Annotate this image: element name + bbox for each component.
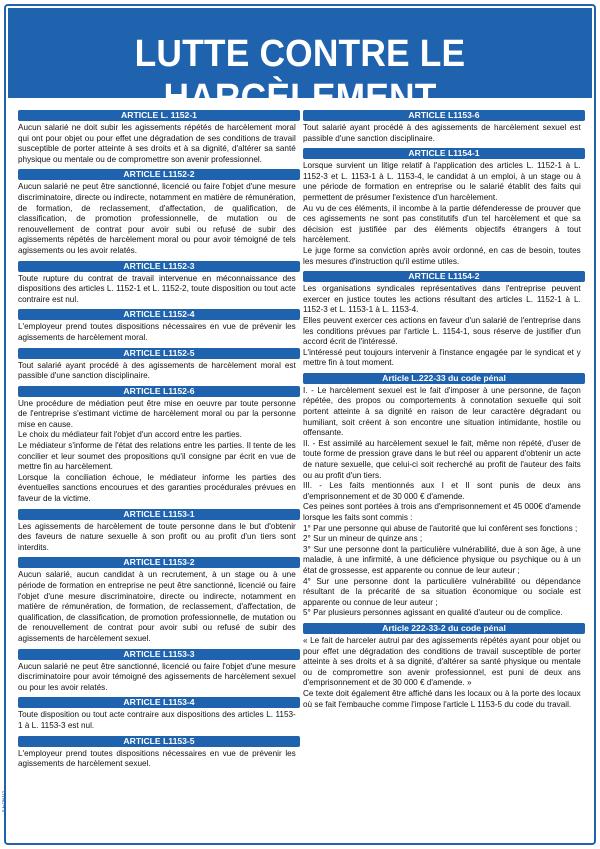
article-body: L'employeur prend toutes dispositions né… bbox=[18, 321, 296, 342]
article-body: Tout salarié ayant procédé à des agissem… bbox=[303, 122, 581, 143]
reference-code: AF0691 bbox=[2, 790, 8, 813]
article-paragraph: Aucun salarié, aucun candidat à un recru… bbox=[18, 569, 296, 643]
article-paragraph: Le juge forme sa conviction après avoir … bbox=[303, 244, 581, 266]
article-body: L'employeur prend toutes dispositions né… bbox=[18, 748, 296, 769]
article-paragraph: Aucun salarié ne peut être sanctionné, l… bbox=[18, 660, 296, 692]
article-paragraph: Les agissements de harcèlement de toute … bbox=[18, 520, 296, 552]
article-heading: ARTICLE L1153-2 bbox=[18, 557, 300, 569]
article-heading: ARTICLE L1152-5 bbox=[18, 347, 300, 359]
article-heading: Article 222-33-2 du code pénal bbox=[303, 622, 585, 634]
article-heading: ARTICLE L. 1152-1 bbox=[18, 110, 300, 121]
article-heading: Article L.222-33 du code pénal bbox=[303, 372, 585, 384]
article-paragraph: Les organisations syndicales représentat… bbox=[303, 283, 581, 315]
article-paragraph: Aucun salarié ne peut être sanctionné, l… bbox=[18, 181, 296, 255]
article-paragraph: L'employeur prend toutes dispositions né… bbox=[18, 747, 296, 769]
article-heading: ARTICLE L1152-3 bbox=[18, 260, 300, 272]
article-paragraph: I. - Le harcèlement sexuel est le fait d… bbox=[303, 384, 581, 438]
article-body: Aucun salarié, aucun candidat à un recru… bbox=[18, 569, 296, 643]
article-body: Une procédure de médiation peut être mis… bbox=[18, 398, 296, 504]
article-paragraph: Toute rupture du contrat de travail inte… bbox=[18, 272, 296, 304]
article-paragraph: 4° Sur une personne dont la particulière… bbox=[303, 575, 581, 607]
article-heading: ARTICLE L1152-6 bbox=[18, 385, 300, 397]
article-body: Les agissements de harcèlement de toute … bbox=[18, 521, 296, 553]
article-paragraph: 5° Par plusieurs personnes agissant en q… bbox=[303, 607, 563, 618]
article-paragraph: Elles peuvent exercer ces actions en fav… bbox=[303, 314, 581, 347]
article-paragraph: Tout salarié ayant procédé à des agissem… bbox=[18, 359, 296, 381]
article-heading: ARTICLE L1152-4 bbox=[18, 309, 300, 321]
article-body: Aucun salarié ne doit subir les agisseme… bbox=[18, 122, 296, 164]
article-heading: ARTICLE L1153-6 bbox=[303, 110, 585, 121]
article-heading: ARTICLE L1153-5 bbox=[18, 735, 300, 747]
article-heading: ARTICLE L1154-2 bbox=[303, 271, 585, 283]
article-paragraph: Lorsque la conciliation échoue, le média… bbox=[18, 471, 296, 504]
article-paragraph: L'employeur prend toutes dispositions né… bbox=[18, 321, 296, 342]
article-body: I. - Le harcèlement sexuel est le fait d… bbox=[303, 385, 581, 618]
article-paragraph: Tout salarié ayant procédé à des agissem… bbox=[303, 122, 581, 143]
article-heading: ARTICLE L1154-1 bbox=[303, 148, 585, 160]
article-paragraph: Une procédure de médiation peut être mis… bbox=[18, 397, 296, 429]
poster-header: LUTTE CONTRE LE HARCÈLEMENT ARTICLES L 1… bbox=[8, 8, 592, 140]
article-heading: ARTICLE L1153-1 bbox=[18, 508, 300, 520]
article-heading: ARTICLE L1152-2 bbox=[18, 169, 300, 181]
article-paragraph: Toute disposition ou tout acte contraire… bbox=[18, 709, 296, 730]
poster-subtitle: ARTICLES L 1152-1 À L 1154-2 DU CODE DU … bbox=[89, 122, 511, 140]
article-paragraph: 3° Sur une personne dont la particulière… bbox=[303, 543, 581, 575]
article-paragraph: II. - Est assimilé au harcèlement sexuel… bbox=[303, 437, 581, 480]
article-paragraph: Lorsque survient un litige relatif à l'a… bbox=[303, 160, 581, 202]
article-paragraph: Ce texte doit également être affiché dan… bbox=[303, 687, 581, 709]
article-body: Tout salarié ayant procédé à des agissem… bbox=[18, 360, 296, 381]
article-paragraph: « Le fait de harceler autrui par des agi… bbox=[303, 634, 581, 688]
article-body: Aucun salarié ne peut être sanctionné, l… bbox=[18, 181, 296, 255]
article-paragraph: 1° Par une personne qui abuse de l'autor… bbox=[303, 522, 578, 533]
article-body: Aucun salarié ne peut être sanctionné, l… bbox=[18, 661, 296, 693]
article-paragraph: Le médiateur s'informe de l'état des rel… bbox=[18, 440, 296, 472]
article-body: Toute rupture du contrat de travail inte… bbox=[18, 273, 296, 305]
article-block: Article 222-33-2 du code pénal« Le fait … bbox=[303, 622, 585, 709]
article-paragraph: Aucun salarié ne doit subir les agisseme… bbox=[18, 122, 296, 164]
article-body: Les organisations syndicales représentat… bbox=[303, 283, 581, 368]
article-paragraph: Le choix du médiateur fait l'objet d'un … bbox=[18, 429, 242, 440]
article-paragraph: Au vu de ces éléments, il incombe à la p… bbox=[303, 202, 581, 245]
article-heading: ARTICLE L1153-3 bbox=[18, 648, 300, 660]
article-body: « Le fait de harceler autrui par des agi… bbox=[303, 635, 581, 709]
article-paragraph: L'intéressé peut toujours intervenir à l… bbox=[303, 346, 581, 368]
article-paragraph: III. - Les faits mentionnés aux I et II … bbox=[303, 480, 581, 501]
article-body: Lorsque survient un litige relatif à l'a… bbox=[303, 160, 581, 266]
article-heading: ARTICLE L1153-4 bbox=[18, 697, 300, 709]
article-paragraph: Ces peines sont portées à trois ans d'em… bbox=[303, 501, 581, 522]
article-paragraph: 2° Sur un mineur de quinze ans ; bbox=[303, 533, 423, 544]
poster-title: LUTTE CONTRE LE HARCÈLEMENT bbox=[134, 33, 466, 119]
article-body: Toute disposition ou tout acte contraire… bbox=[18, 709, 296, 730]
